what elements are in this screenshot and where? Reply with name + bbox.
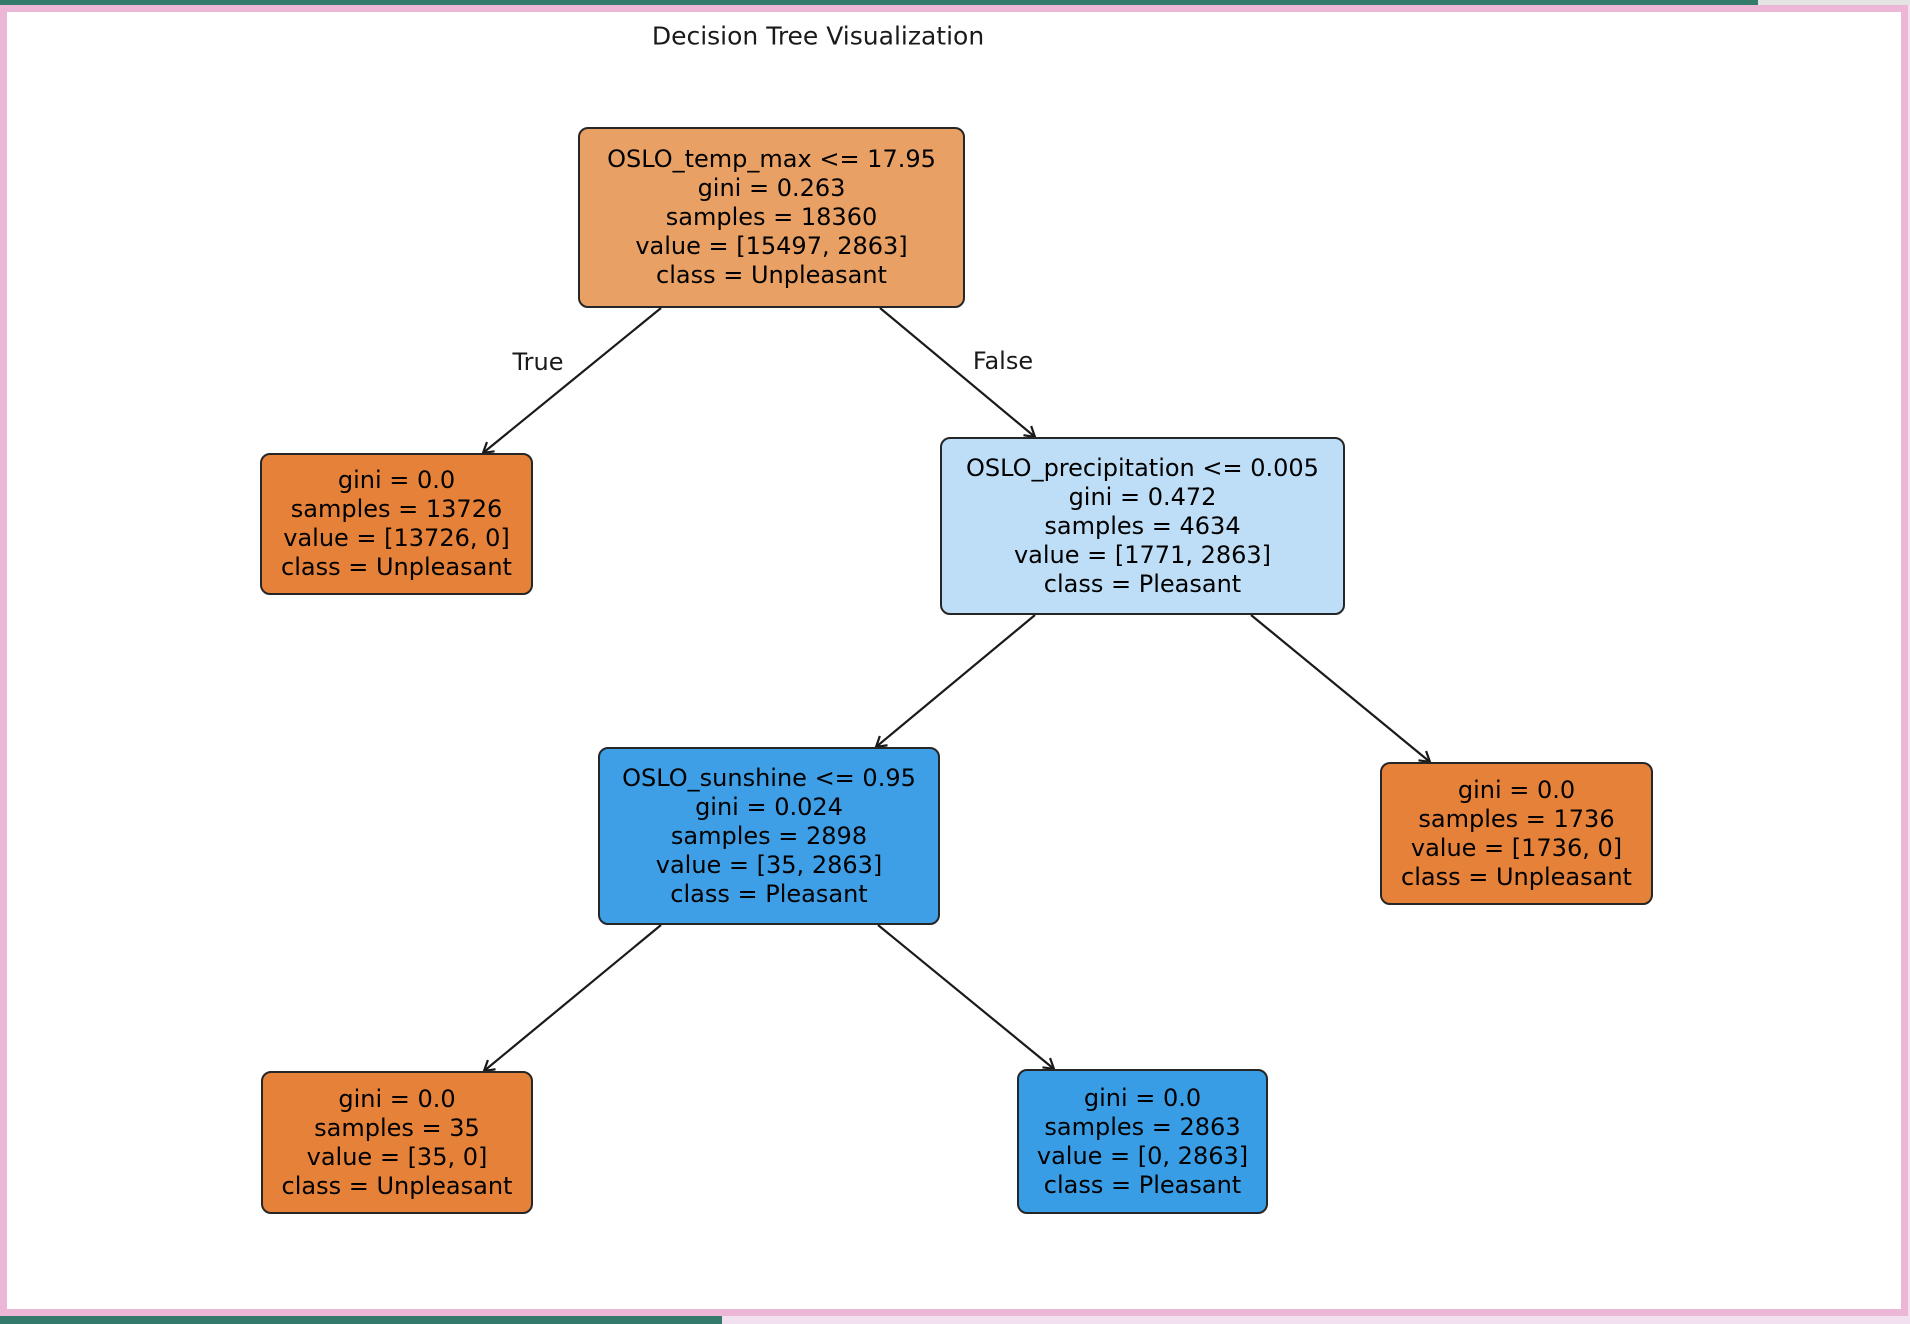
node-class: class = Unpleasant [281,553,512,581]
tree-node-sunshine-split: OSLO_sunshine <= 0.95 gini = 0.024 sampl… [598,747,940,925]
node-samples: samples = 2898 [670,821,868,850]
node-class: class = Unpleasant [656,261,887,289]
node-gini: gini = 0.0 [338,1084,456,1113]
background-window-bottom-bar [0,1316,722,1324]
node-value: value = [0, 2863] [1036,1141,1249,1170]
node-gini: gini = 0.024 [695,792,843,821]
node-samples: samples = 13726 [290,495,503,523]
node-class: class = Unpleasant [281,1171,513,1200]
edge-precip-to-leaf-1736 [1250,614,1432,764]
node-condition: OSLO_precipitation <= 0.005 [966,453,1319,482]
node-gini: gini = 0.472 [1068,482,1217,511]
tree-node-root: OSLO_temp_max <= 17.95 gini = 0.263 samp… [578,127,965,308]
edge-precip-to-sunshine [874,614,1036,749]
node-class: class = Unpleasant [1401,862,1632,891]
node-gini: gini = 0.263 [697,174,846,202]
tree-node-leaf-2863: gini = 0.0 samples = 2863 value = [0, 28… [1017,1069,1268,1214]
node-value: value = [15497, 2863] [635,232,908,260]
node-samples: samples = 1736 [1418,804,1615,833]
background-window-top-bar-right [1758,0,1910,5]
edge-root-to-true-leaf [481,307,662,455]
node-condition: OSLO_temp_max <= 17.95 [607,145,936,173]
node-gini: gini = 0.0 [1083,1083,1202,1112]
node-value: value = [1771, 2863] [1013,540,1272,569]
node-value: value = [35, 2863] [655,850,883,879]
edge-sunshine-to-leaf-35 [482,924,662,1073]
tree-node-leaf-1736: gini = 0.0 samples = 1736 value = [1736,… [1380,762,1653,905]
node-value: value = [13726, 0] [283,524,510,552]
node-gini: gini = 0.0 [337,466,456,494]
node-class: class = Pleasant [1043,1170,1242,1199]
tree-node-precipitation-split: OSLO_precipitation <= 0.005 gini = 0.472… [940,437,1345,615]
figure-title: Decision Tree Visualization [651,21,985,51]
node-samples: samples = 35 [314,1113,480,1142]
edge-sunshine-to-leaf-2863 [877,924,1056,1071]
edge-label-false: False [972,347,1034,375]
node-samples: samples = 4634 [1044,511,1241,540]
node-value: value = [1736, 0] [1410,833,1623,862]
node-class: class = Pleasant [1043,569,1242,598]
background-window-right-sliver [1908,5,1910,1316]
edge-root-to-false-split [879,307,1037,439]
background-window-top-bar [0,0,1758,5]
node-value: value = [35, 0] [306,1142,488,1171]
node-gini: gini = 0.0 [1457,775,1576,804]
tree-node-true-leaf: gini = 0.0 samples = 13726 value = [1372… [260,453,533,595]
background-window-bottom-bar-right [722,1316,1910,1324]
node-samples: samples = 2863 [1044,1112,1241,1141]
tree-node-leaf-35: gini = 0.0 samples = 35 value = [35, 0] … [261,1071,533,1214]
node-condition: OSLO_sunshine <= 0.95 [622,763,916,792]
edge-label-true: True [512,348,564,376]
node-class: class = Pleasant [670,879,868,908]
node-samples: samples = 18360 [665,203,878,231]
